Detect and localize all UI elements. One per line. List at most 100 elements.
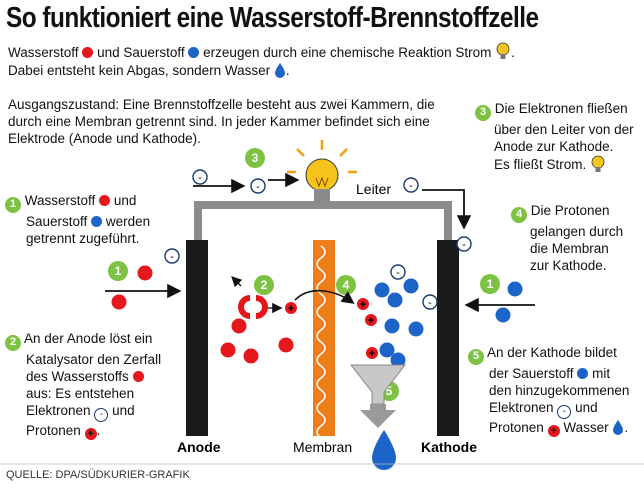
oxygen-icon <box>577 367 589 379</box>
step-5-line-3: mit <box>592 365 611 381</box>
svg-text:-: - <box>428 297 432 309</box>
step-5-line-6: und <box>575 399 598 415</box>
hydrogen-split-icon <box>231 276 283 319</box>
svg-text:+: + <box>360 299 366 311</box>
water-drop-icon <box>613 419 624 435</box>
conductor-wire <box>194 201 452 248</box>
step-3-text: 3 Die Elektronen fließen über den Leiter… <box>475 100 643 175</box>
arrow-icon <box>294 289 355 304</box>
source-credit: QUELLE: DPA/SÜDKURIER-GRAFIK <box>6 469 190 481</box>
page-title: So funktioniert eine Wasserstoff-Brennst… <box>6 2 539 34</box>
initial-state-line-1: Ausgangszustand: Eine Brennstoffzelle be… <box>8 97 435 112</box>
electron-icon: - <box>557 404 572 419</box>
step-1-text: 1 Wasserstoff und Sauerstoff werden getr… <box>5 192 175 247</box>
step-3-line-2: über den Leiter von der <box>494 121 634 137</box>
svg-text:5: 5 <box>386 384 393 398</box>
electron-icon: - - - - - - - <box>164 169 472 310</box>
intro-oxygen-label: und Sauerstoff <box>97 45 185 60</box>
electron-icon: - <box>94 407 109 422</box>
step-5-line-7: Protonen <box>489 419 544 435</box>
svg-text:4: 4 <box>343 278 350 292</box>
step-5-text: 5 An der Kathode bildet der Sauerstoff m… <box>468 344 643 437</box>
step-4-badge: 4 <box>511 206 527 223</box>
water-drop-icon <box>372 430 396 470</box>
step-1-line-3: Sauerstoff <box>26 213 88 229</box>
step-1-line-4: werden <box>105 213 151 229</box>
step-1-badge: 1 <box>5 196 21 213</box>
step-4-line-4: zur Kathode. <box>530 257 607 273</box>
svg-text:-: - <box>256 181 260 193</box>
membrane <box>313 240 335 436</box>
oxygen-icon <box>374 278 523 368</box>
svg-text:+: + <box>288 303 294 315</box>
arrow-icon <box>422 189 472 230</box>
anode-label: Anode <box>177 439 221 455</box>
cathode-label: Kathode <box>421 439 477 455</box>
svg-text:+: + <box>369 348 375 360</box>
initial-state-text: Ausgangszustand: Eine Brennstoffzelle be… <box>8 96 478 147</box>
intro-hydrogen-label: Wasserstoff <box>8 45 79 60</box>
step-1-line-1: Wasserstoff <box>24 193 96 208</box>
proton-icon: + <box>84 427 97 440</box>
svg-text:3: 3 <box>252 151 259 165</box>
step-3-line-4: Es fließt Strom. <box>494 156 587 172</box>
initial-state-line-3: Elektrode (Anode und Kathode). <box>8 131 201 146</box>
step-2-line-4: aus: Es entstehen <box>26 385 135 401</box>
hydrogen-icon <box>111 265 294 364</box>
step-4-line-2: gelangen durch <box>530 223 624 239</box>
membrane-label: Membran <box>293 439 352 455</box>
svg-text:-: - <box>462 239 466 251</box>
step-4-line-3: die Membran <box>530 240 609 256</box>
water-drop-icon <box>274 63 285 78</box>
step-5-line-5: Elektronen <box>489 399 554 415</box>
intro-reaction-label: erzeugen durch eine chemische Reaktion S… <box>203 45 492 60</box>
step-2-line-5: Elektronen <box>26 402 91 418</box>
intro-text: Wasserstoff und Sauerstoff erzeugen durc… <box>8 42 568 79</box>
step-2-line-3: des Wasserstoffs <box>26 368 129 384</box>
intro-water-text: Dabei entsteht kein Abgas, sondern Wasse… <box>8 63 271 78</box>
step-2-line-2: Katalysator den Zerfall <box>26 351 162 367</box>
conductor-label: Leiter <box>356 181 391 197</box>
hydrogen-icon <box>99 195 111 206</box>
svg-text:2: 2 <box>261 278 268 292</box>
step-2-badge: 2 <box>5 334 21 351</box>
step-5-line-2: der Sauerstoff <box>489 365 574 381</box>
funnel-icon <box>349 364 407 428</box>
oxygen-icon <box>91 215 103 227</box>
svg-text:1: 1 <box>487 277 494 291</box>
step-1-line-5: getrennt zugeführt. <box>26 230 140 246</box>
svg-text:-: - <box>409 180 413 192</box>
step-4-line-1: Die Protonen <box>530 203 610 218</box>
step-2-text: 2 An der Anode löst ein Katalysator den … <box>5 330 180 440</box>
oxygen-icon <box>188 47 200 58</box>
step-2-line-1: An der Anode löst ein <box>24 331 153 346</box>
step-1-line-2: und <box>113 193 137 208</box>
step-3-line-1: Die Elektronen fließen <box>494 101 628 116</box>
svg-text:-: - <box>396 267 400 279</box>
lightbulb-icon <box>287 140 357 203</box>
hydrogen-icon <box>132 370 144 382</box>
step-3-badge: 3 <box>475 104 491 121</box>
step-5-line-4: den hinzugekommenen <box>489 382 630 398</box>
anode-electrode <box>186 240 208 436</box>
lightbulb-icon <box>496 42 510 59</box>
svg-text:-: - <box>170 251 174 263</box>
initial-state-line-2: durch eine Membran getrennt sind. In jed… <box>8 114 430 129</box>
step-3-line-3: Anode zur Kathode. <box>494 138 614 154</box>
step-2-line-6: und <box>112 402 135 418</box>
cathode-electrode <box>437 240 459 436</box>
proton-icon: + <box>547 424 560 437</box>
step-4-text: 4 Die Protonen gelangen durch die Membra… <box>511 202 641 274</box>
step-5-line-1: An der Kathode bildet <box>487 345 617 360</box>
svg-text:1: 1 <box>115 264 122 278</box>
hydrogen-icon <box>82 47 94 58</box>
svg-text:-: - <box>198 172 202 184</box>
step-5-badge: 5 <box>468 348 484 365</box>
proton-icon: + + + + <box>285 298 378 360</box>
svg-text:+: + <box>368 315 374 327</box>
lightbulb-icon <box>591 155 605 172</box>
step-5-line-8: Wasser <box>563 419 609 435</box>
step-2-line-7: Protonen <box>26 422 81 438</box>
membrane-wave <box>316 245 326 439</box>
